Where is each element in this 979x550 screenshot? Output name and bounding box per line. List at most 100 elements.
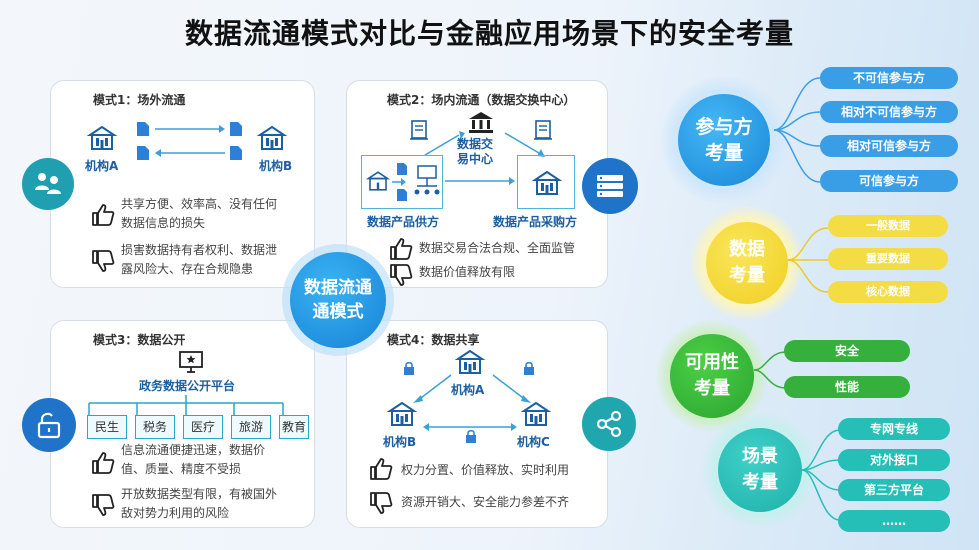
center-label: 数据流通 通模式 (304, 278, 372, 322)
participants-connectors (773, 77, 821, 183)
scenario-connectors (801, 429, 841, 521)
mode3-tag: 旅游 (231, 415, 271, 439)
document-icon (410, 120, 428, 140)
center-circle: 数据流通 通模式 (290, 252, 386, 348)
mode3-unlock-icon (22, 398, 76, 452)
mode2-exchange-label: 数据交 易中心 (457, 137, 494, 166)
mode1-panel: 模式1：场外流通 机构A 机构B 共享方便、效率高、没有任何 数据信息的损失 损… (50, 80, 315, 288)
mode1-org-b: 机构B (259, 159, 293, 173)
building-icon (531, 170, 563, 195)
availability-circle: 可用性 考量 (670, 334, 754, 418)
availability-connectors (753, 351, 787, 389)
mode3-platform-label: 政务数据公开平台 (139, 379, 236, 393)
bank-icon (469, 112, 493, 133)
document-icon (534, 120, 552, 140)
data-label: 数据 考量 (729, 239, 765, 286)
mode4-org-a: 机构A (451, 383, 485, 397)
document-icon (230, 122, 242, 136)
document-icon (397, 163, 407, 175)
building-icon (386, 401, 418, 426)
scenario-pill: 第三方平台 (838, 479, 950, 501)
arrow-down-right-icon (504, 132, 545, 157)
arrow-up-right-icon (424, 131, 465, 156)
arrow-left-icon (155, 149, 225, 157)
thumbs-up-icon (370, 458, 393, 480)
page-title: 数据流通模式对比与金融应用场景下的安全考量 (184, 17, 794, 50)
lock-icon (466, 429, 476, 443)
mode3-tag: 税务 (135, 415, 175, 439)
mode4-share-icon (582, 397, 636, 451)
mode2-supplier-label: 数据产品供方 (367, 215, 440, 229)
mode4-org-b: 机构B (383, 435, 417, 449)
availability-pill: 性能 (784, 376, 910, 398)
share-arrows (413, 374, 531, 431)
document-icon (230, 146, 242, 160)
lock-icon (524, 361, 534, 375)
data-pill: 重要数据 (828, 248, 948, 270)
mode2-server-icon (582, 158, 638, 214)
mode3-tag: 民生 (87, 415, 127, 439)
scenario-label: 场景 考量 (742, 446, 778, 493)
building-icon (365, 171, 391, 191)
arrow-right-icon (445, 177, 515, 185)
availability-label: 可用性 考量 (685, 352, 739, 399)
scenario-circle: 场景 考量 (718, 428, 802, 512)
participants-circle: 参与方 考量 (678, 94, 770, 186)
mode2-panel: 模式2：场内流通（数据交换中心） 数据交 易中心 数据产品供方 数据产品采购方 … (346, 80, 608, 288)
mode3-title: 模式3：数据公开 (93, 333, 186, 347)
data-circle: 数据 考量 (706, 222, 788, 304)
participant-pill: 相对不可信参与方 (820, 101, 958, 123)
buyer-box (517, 155, 575, 209)
mode4-pro-text: 权力分置、价值释放、实时利用 (401, 463, 570, 477)
mode4-org-c: 机构C (517, 435, 550, 449)
data-pill: 一般数据 (828, 215, 948, 237)
mode1-org-a: 机构A (85, 159, 119, 173)
mode2-con-text: 数据价值释放有限 (419, 265, 516, 279)
document-icon (397, 189, 407, 201)
mode2-pro-text: 数据交易合法合规、全面监管 (419, 241, 576, 255)
data-pill: 核心数据 (828, 281, 948, 303)
mode3-pro-text: 信息流通便捷迅速，数据价 值、质量、精度不受损 (121, 443, 266, 476)
document-icon (137, 122, 149, 136)
thumbs-up-icon (92, 204, 115, 226)
thumbs-down-icon (92, 494, 115, 516)
building-icon (520, 401, 552, 426)
building-icon (256, 125, 288, 150)
participants-label: 参与方 考量 (695, 116, 753, 164)
tree-lines (88, 395, 284, 415)
participant-pill: 相对可信参与方 (820, 135, 958, 157)
mode1-pro-text: 共享方便、效率高、没有任何 数据信息的损失 (121, 197, 278, 230)
thumbs-up-icon (390, 238, 413, 260)
building-icon (454, 349, 486, 374)
lock-icon (404, 361, 414, 375)
mode2-buyer-label: 数据产品采购方 (493, 215, 578, 229)
mode4-con-text: 资源开销大、安全能力参差不齐 (401, 495, 570, 509)
building-icon (86, 125, 118, 150)
scenario-pill: 专网专线 (838, 418, 950, 440)
mode4-title: 模式4：数据共享 (387, 333, 480, 347)
scenario-pill: 对外接口 (838, 449, 950, 471)
availability-pill: 安全 (784, 340, 910, 362)
mode1-title: 模式1：场外流通 (93, 93, 186, 107)
mode4-panel: 模式4：数据共享 机构A 机构B 机构C 权力分置、价值释放、实时利用 资源开销… (346, 320, 608, 528)
document-icon (137, 146, 149, 160)
thumbs-up-icon (92, 452, 115, 474)
network-icon (414, 165, 440, 195)
mode3-tag: 教育 (279, 415, 309, 439)
supplier-box (361, 155, 443, 209)
mode3-tag: 医疗 (183, 415, 223, 439)
thumbs-down-icon (370, 492, 393, 514)
participant-pill: 可信参与方 (820, 170, 958, 192)
mode3-con-text: 开放数据类型有限，有被国外 敌对势力利用的风险 (121, 487, 278, 520)
thumbs-down-icon (390, 264, 413, 286)
participant-pill: 不可信参与方 (820, 67, 958, 89)
monitor-icon (179, 351, 203, 373)
mode1-users-icon (22, 158, 74, 210)
thumbs-down-icon (92, 250, 115, 272)
scenario-pill: …… (838, 510, 950, 532)
mode1-con-text: 损害数据持有者权利、数据泄 露风险大、存在合规隐患 (121, 243, 278, 276)
arrow-right-icon (392, 178, 406, 186)
arrow-right-icon (155, 125, 225, 133)
mode3-panel: 模式3：数据公开 政务数据公开平台 民生 税务 医疗 旅游 教育 信息流通便捷迅… (50, 320, 315, 528)
mode2-title: 模式2：场内流通（数据交换中心） (387, 93, 576, 107)
